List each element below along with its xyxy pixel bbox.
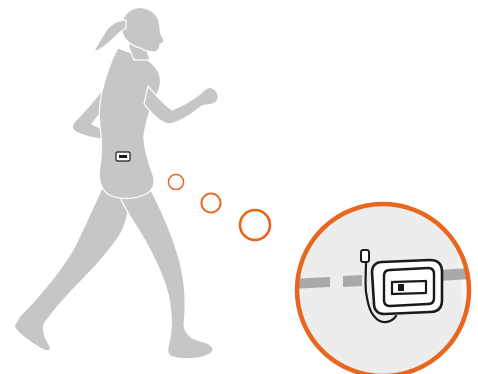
torso [99,48,160,199]
ripple-small [169,175,184,190]
ripple-medium [202,194,221,213]
ponytail [94,20,126,52]
zoom-magnifier-circle-icon [290,180,478,374]
signal-ripple-icon [169,175,271,241]
waist-worn-sensor-icon [116,152,130,161]
back-leg [14,180,129,351]
ripple-large [240,210,270,240]
running-woman-icon [14,8,218,359]
